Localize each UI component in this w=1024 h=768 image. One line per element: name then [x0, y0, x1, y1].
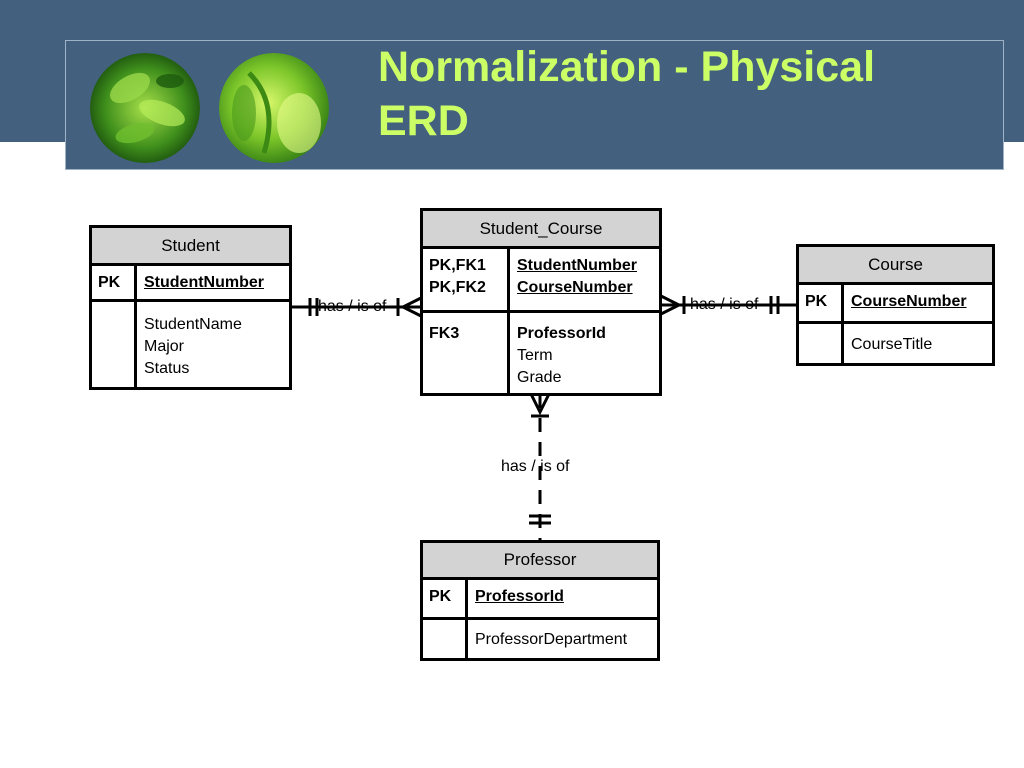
entity-professor: Professor PK ProfessorId ProfessorDepart… — [420, 540, 660, 661]
student-attr: Major — [144, 338, 185, 355]
relationship-label-professor: has / is of — [501, 458, 570, 475]
student-course-pk-attr-1: StudentNumber — [517, 257, 637, 274]
slide-title-line-1: Normalization - Physical — [378, 43, 876, 91]
slide-title-line-2: ERD — [378, 97, 469, 145]
student-course-fk-attr: ProfessorId — [517, 325, 606, 342]
crowfoot-marker — [529, 393, 551, 416]
student-course-fk-label: FK3 — [423, 313, 510, 393]
student-pk-label: PK — [92, 266, 137, 299]
student-attr: Status — [144, 360, 190, 377]
leaf-image-2 — [219, 53, 329, 163]
course-pk-attr: CourseNumber — [851, 293, 967, 310]
student-course-pk-label-2: PK,FK2 — [429, 279, 486, 296]
professor-attr: ProfessorDepartment — [475, 631, 628, 648]
relationship-label-course: has / is of — [690, 296, 759, 313]
crowfoot-marker — [660, 294, 683, 316]
relationship-label-student: has / is of — [318, 298, 387, 315]
student-course-pk-label-1: PK,FK1 — [429, 257, 486, 274]
student-course-attr: Term — [517, 347, 553, 364]
crowfoot-marker — [399, 296, 422, 318]
student-course-pk-attr-2: CourseNumber — [517, 279, 633, 296]
course-attr: CourseTitle — [851, 336, 933, 353]
student-pk-attr: StudentNumber — [144, 274, 264, 291]
professor-pk-label: PK — [423, 580, 468, 617]
course-pk-label: PK — [799, 285, 844, 321]
entity-student-course: Student_Course PK,FK1 PK,FK2 StudentNumb… — [420, 208, 662, 396]
entity-student-course-name: Student_Course — [423, 211, 659, 249]
slide-title: Normalization - Physical ERD — [378, 40, 978, 148]
entity-student-name: Student — [92, 228, 289, 266]
leaf-image-1 — [90, 53, 200, 163]
student-attr: StudentName — [144, 316, 242, 333]
entity-course-name: Course — [799, 247, 992, 285]
professor-pk-attr: ProfessorId — [475, 588, 564, 605]
entity-course: Course PK CourseNumber CourseTitle — [796, 244, 995, 366]
entity-student: Student PK StudentNumber StudentName Maj… — [89, 225, 292, 390]
entity-professor-name: Professor — [423, 543, 657, 580]
student-course-attr: Grade — [517, 369, 562, 386]
